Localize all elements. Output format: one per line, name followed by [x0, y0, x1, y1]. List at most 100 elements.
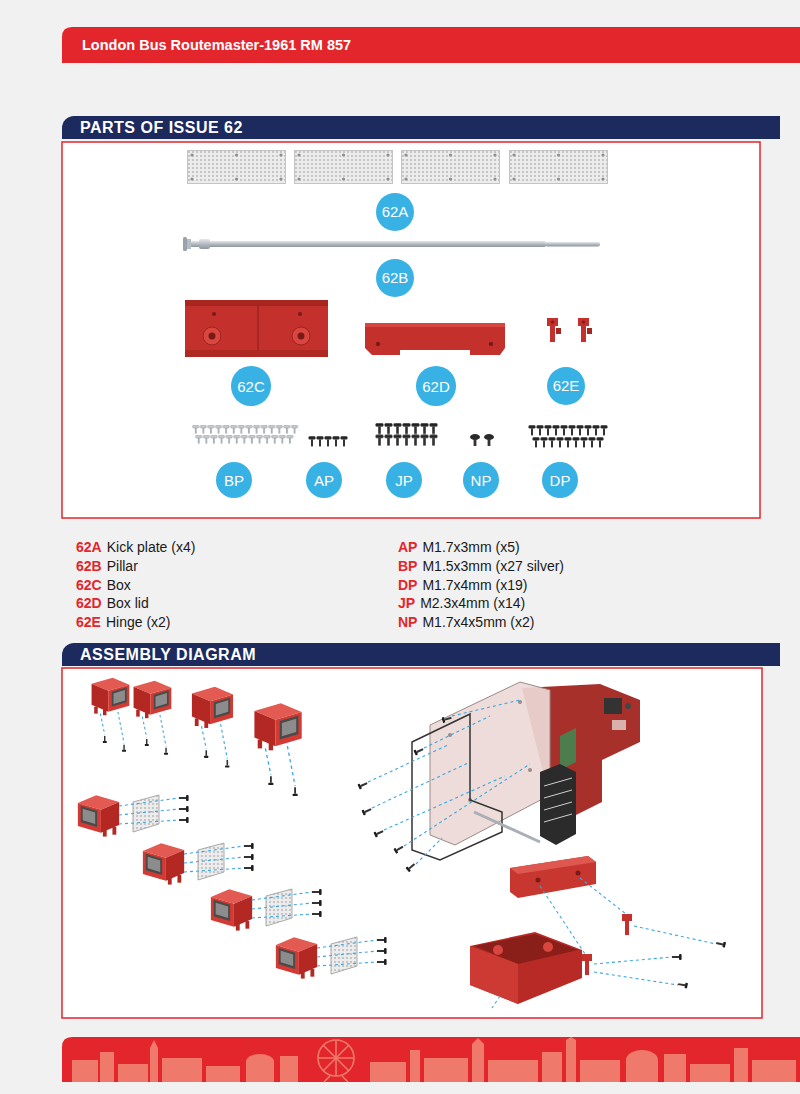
skyline-band	[690, 1064, 730, 1082]
box-screw-step	[134, 681, 172, 755]
header-bar	[62, 27, 800, 63]
part-description: M1.7x3mm (x5)	[422, 538, 519, 556]
kick-plate-step	[78, 795, 387, 979]
section-heading: PARTS OF ISSUE 62	[80, 116, 243, 139]
box-part	[292, 327, 310, 345]
page-title: London Bus Routemaster-1961 RM 857	[82, 36, 351, 54]
callout-number: BP	[224, 472, 244, 489]
chassis-assembly	[357, 682, 640, 873]
hinge-part	[551, 320, 554, 323]
part-description: M1.7x4x5mm (x2)	[422, 613, 534, 631]
box-part	[185, 300, 328, 306]
box-screw-step	[92, 678, 130, 752]
box-lid-step	[678, 981, 688, 989]
box-lid-step	[470, 932, 582, 1004]
screws	[308, 436, 348, 447]
chassis-assembly	[373, 828, 384, 837]
kick-plates	[402, 151, 500, 184]
part-code: DP	[398, 576, 417, 594]
section-band: PARTS OF ISSUE 62	[62, 116, 780, 139]
callout-circle: 62D	[416, 366, 456, 406]
callout-number: DP	[550, 472, 571, 489]
assembly-panel	[62, 668, 762, 1018]
box-part	[212, 312, 216, 316]
screws	[195, 435, 294, 444]
skyline-band	[566, 1040, 576, 1082]
kick-plates	[188, 151, 286, 184]
box-part	[185, 300, 328, 357]
skyline-band	[318, 1040, 354, 1076]
pillar-rod	[187, 239, 191, 249]
box-part	[203, 327, 221, 345]
kick-plate-step	[211, 889, 322, 931]
box-lid-step	[622, 914, 632, 935]
skyline-band	[734, 1048, 748, 1082]
chassis-assembly	[404, 764, 530, 846]
chassis-assembly	[424, 716, 490, 748]
skyline-band	[246, 1062, 274, 1082]
pillar-rod	[183, 237, 600, 251]
callout-number: 62E	[553, 377, 580, 394]
hinge-part	[547, 318, 592, 342]
box-lid-step	[634, 926, 716, 944]
hinge-part	[587, 328, 592, 334]
chassis-assembly	[528, 768, 532, 772]
screws	[474, 439, 477, 446]
box-screw-step	[254, 703, 301, 796]
box-part	[185, 350, 328, 357]
skyline-band	[150, 1048, 158, 1082]
chassis-assembly	[384, 776, 505, 830]
screws	[488, 439, 491, 446]
skyline-band	[100, 1052, 114, 1082]
part-description: M1.5x3mm (x27 silver)	[422, 557, 564, 575]
box-lid-step	[580, 878, 626, 914]
part-description: Box lid	[107, 594, 149, 612]
box-lid-step	[510, 856, 596, 898]
callout-number: 62D	[422, 378, 450, 395]
screws	[195, 435, 294, 444]
screws	[528, 425, 608, 436]
chassis-assembly	[430, 682, 550, 845]
skyline-band	[752, 1060, 796, 1082]
part-code: BP	[398, 557, 417, 575]
pillar-rod	[199, 239, 210, 249]
callout-number: JP	[395, 472, 413, 489]
skyline-band	[62, 1037, 800, 1082]
pillar-rod	[545, 242, 600, 247]
section-heading: ASSEMBLY DIAGRAM	[80, 643, 256, 666]
box-part	[257, 303, 259, 357]
screws	[532, 437, 604, 448]
box-lid-step	[470, 856, 726, 1008]
pillar-rod	[190, 241, 546, 247]
box-lid-step	[470, 946, 518, 1004]
pillar-rod	[183, 237, 187, 251]
part-code: 62E	[76, 613, 101, 631]
parts-panel	[62, 142, 760, 518]
skyline-band	[664, 1054, 686, 1082]
box-part	[298, 312, 302, 316]
chassis-assembly	[452, 700, 520, 716]
callout-circle: DP	[542, 462, 578, 498]
chassis-assembly	[544, 802, 572, 810]
part-description: Kick plate (x4)	[107, 538, 196, 556]
box-part	[185, 300, 328, 357]
skyline-band	[410, 1050, 420, 1082]
skyline-band	[566, 1037, 576, 1040]
part-code: 62D	[76, 594, 102, 612]
part-description: M1.7x4mm (x19)	[422, 576, 527, 594]
box-lid-step	[594, 957, 672, 964]
chassis-assembly	[361, 806, 372, 815]
chassis-assembly	[612, 720, 626, 730]
skyline-band	[72, 1060, 98, 1082]
screws	[192, 425, 298, 434]
screws	[192, 425, 298, 434]
part-code: 62A	[76, 538, 102, 556]
skyline-band	[542, 1052, 562, 1082]
parts-panel	[62, 142, 760, 518]
section-band: ASSEMBLY DIAGRAM	[62, 643, 780, 666]
chassis-assembly	[560, 728, 576, 770]
chassis-assembly	[416, 838, 442, 864]
screws	[532, 437, 604, 448]
chassis-assembly	[413, 746, 424, 755]
